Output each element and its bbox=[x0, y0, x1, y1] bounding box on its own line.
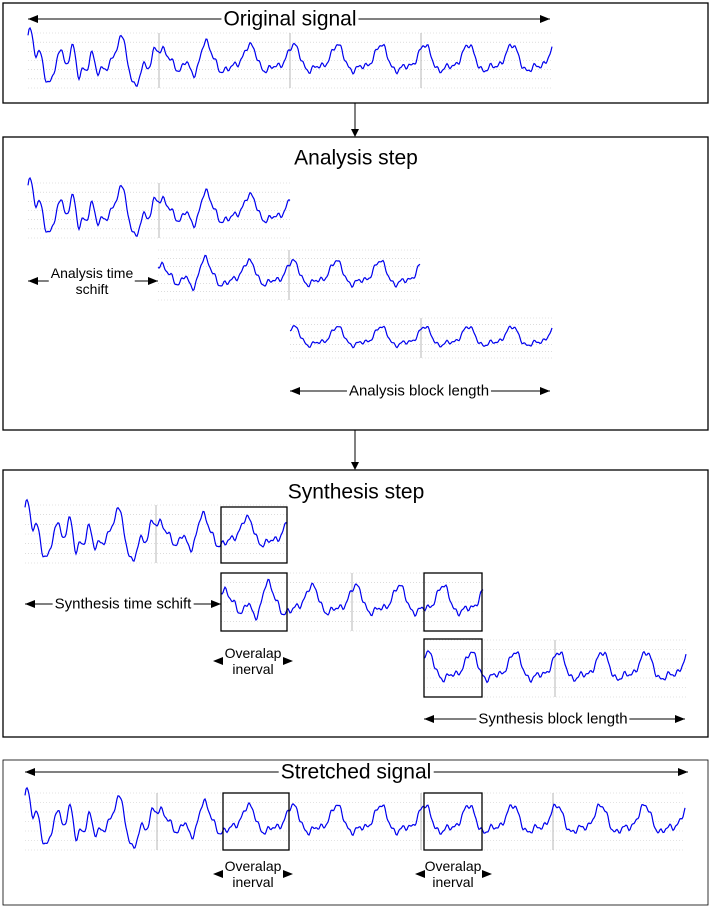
signal-waveform bbox=[289, 324, 553, 349]
original-signal-title: Original signal bbox=[221, 7, 359, 31]
synthesis-time-shift-arrow-left-head-icon bbox=[25, 600, 35, 608]
flow-arrow-1-head-icon bbox=[351, 129, 359, 137]
synthesis-time-shift-label: Synthesis time schift bbox=[52, 595, 194, 613]
signal-waveform bbox=[27, 26, 553, 87]
stretched-overlap-label-1: Overalap inerval bbox=[224, 858, 282, 890]
stretched-overlap-window-2 bbox=[423, 792, 483, 851]
analysis-block-1 bbox=[27, 176, 291, 239]
flow-arrow-2-head-icon bbox=[351, 462, 359, 470]
stretched-signal-span-arrow-left-head-icon bbox=[25, 768, 35, 776]
synthesis-time-shift-arrow-right-head-icon bbox=[211, 600, 221, 608]
analysis-block-length-label: Analysis block length bbox=[346, 382, 492, 400]
stretched-overlap-label-2: Overalap inerval bbox=[424, 858, 482, 890]
stretched-overlap-1-left-arrow-icon bbox=[213, 870, 223, 878]
overlap-right-arrow-icon bbox=[283, 657, 293, 665]
stretched-overlap-window-1 bbox=[222, 792, 290, 851]
stretched-overlap-2-right-arrow-icon bbox=[482, 870, 492, 878]
analysis-time-shift-label: Analysis time schift bbox=[48, 265, 136, 297]
overlap-window-1 bbox=[220, 506, 288, 564]
analysis-time-shift-arrow-left-head-icon bbox=[28, 277, 38, 285]
analysis-block-3 bbox=[289, 317, 553, 359]
stretched-signal-plot bbox=[24, 786, 686, 851]
synthesis-block-1 bbox=[24, 498, 288, 564]
analysis-time-shift-arrow-right-head-icon bbox=[148, 277, 158, 285]
stretched-signal-panel bbox=[2, 759, 709, 906]
signal-waveform bbox=[157, 254, 421, 292]
original-signal-span-arrow-left-head-icon bbox=[28, 15, 38, 23]
overlap-left-arrow-icon bbox=[213, 657, 223, 665]
overlap-window-3 bbox=[423, 572, 483, 632]
stretched-signal-span-arrow-right-head-icon bbox=[678, 768, 688, 776]
original-signal-plot bbox=[27, 26, 553, 89]
signal-waveform bbox=[423, 649, 687, 684]
overlap-window-2 bbox=[220, 572, 288, 632]
analysis-block-2 bbox=[157, 249, 421, 301]
synthesis-step-panel bbox=[2, 469, 709, 738]
stretched-overlap-2-left-arrow-icon bbox=[415, 870, 425, 878]
synthesis-step-title: Synthesis step bbox=[285, 480, 427, 504]
original-signal-span-arrow-right-head-icon bbox=[540, 15, 550, 23]
synthesis-block-3 bbox=[423, 639, 687, 698]
synthesis-block-length-label: Synthesis block length bbox=[476, 710, 630, 728]
signal-waveform bbox=[24, 786, 686, 849]
analysis-block-length-arrow-right-head-icon bbox=[540, 387, 550, 395]
analysis-block-length-arrow-left-head-icon bbox=[290, 387, 300, 395]
stretched-overlap-1-right-arrow-icon bbox=[283, 870, 293, 878]
stretched-signal-title: Stretched signal bbox=[278, 760, 434, 784]
synthesis-block-length-arrow-left-head-icon bbox=[424, 715, 434, 723]
analysis-step-title: Analysis step bbox=[292, 146, 420, 170]
signal-waveform bbox=[24, 498, 288, 562]
synthesis-overlap-label: Overalap inerval bbox=[224, 645, 282, 677]
synthesis-block-length-arrow-right-head-icon bbox=[675, 715, 685, 723]
signal-waveform bbox=[27, 176, 291, 237]
signal-waveform bbox=[220, 578, 484, 622]
synthesis-block-2 bbox=[220, 572, 484, 632]
overlap-window-4 bbox=[423, 638, 483, 698]
